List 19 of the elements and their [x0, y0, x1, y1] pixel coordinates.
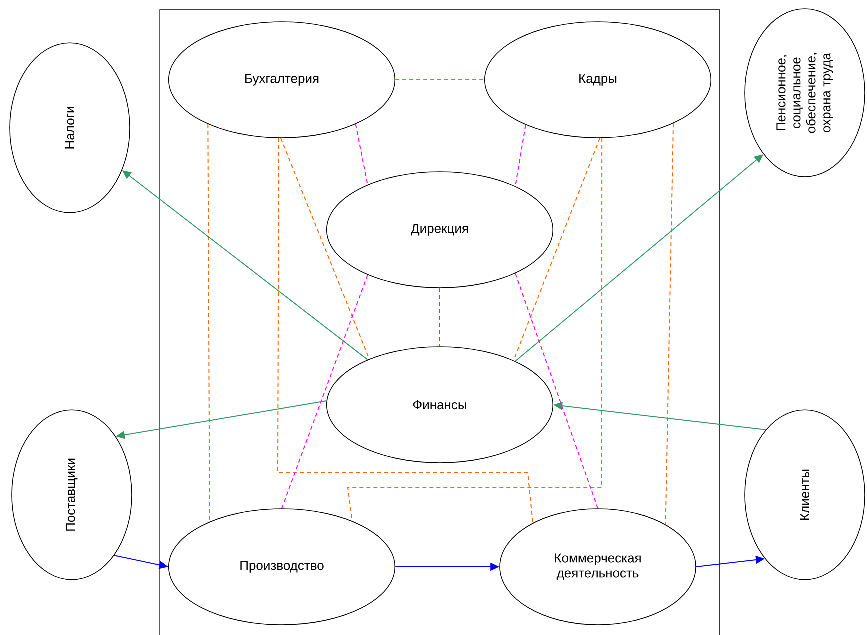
ellipse-node: Производство: [168, 508, 396, 626]
ellipse-node: Коммерческая деятельность: [500, 508, 696, 626]
connector-line: [282, 274, 368, 510]
connector-line: [355, 124, 368, 186]
connector-line: [515, 273, 598, 510]
ellipse-node: Клиенты: [744, 410, 866, 580]
ellipse-node: Пенсионное, социальное обеспечение, охрана труда: [744, 8, 866, 178]
ellipse-node: Финансы: [326, 346, 554, 464]
connector-line: [513, 138, 601, 362]
connector-line: [665, 123, 674, 526]
connector-line: [208, 124, 210, 522]
connector-line: [347, 138, 603, 522]
ellipse-node: Дирекция: [326, 172, 554, 288]
ellipse-node: Кадры: [484, 22, 712, 138]
connector-line: [278, 138, 534, 524]
ellipse-node: Налоги: [10, 42, 130, 214]
connector-line: [515, 124, 526, 187]
ellipse-node: Бухгалтерия: [168, 22, 396, 138]
ellipse-node: Поставщики: [12, 410, 132, 580]
